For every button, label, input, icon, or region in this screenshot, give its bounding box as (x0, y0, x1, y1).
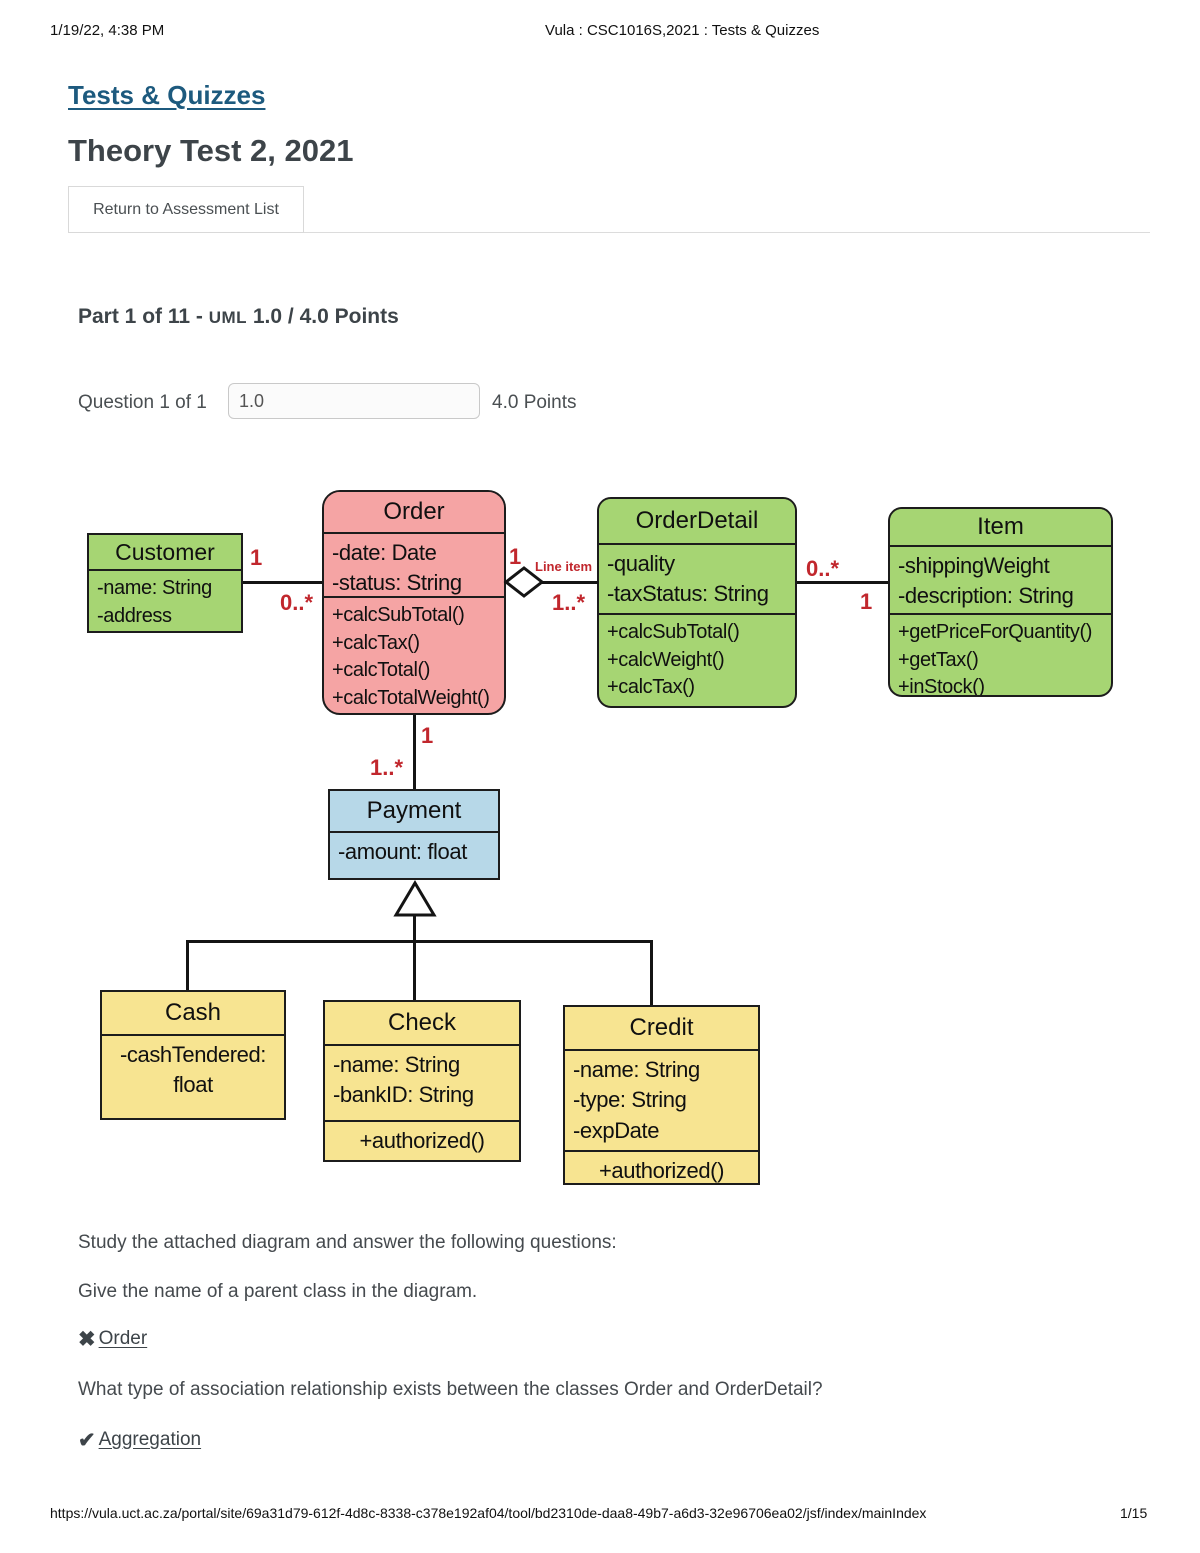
uml-attributes: -date: Date -status: String (332, 540, 462, 596)
uml-class-item: Item -shippingWeight -description: Strin… (888, 507, 1113, 697)
connector-drop-check (413, 940, 416, 1000)
uml-class-customer: Customer -name: String -address (87, 533, 243, 633)
part-heading-points: 1.0 / 4.0 Points (247, 305, 399, 328)
uml-attributes: -shippingWeight -description: String (898, 553, 1074, 609)
multiplicity-label: 1..* (370, 755, 404, 780)
uml-class-title: Customer (89, 535, 241, 571)
multiplicity-label: 1 (250, 545, 263, 570)
connector-drop-cash (186, 940, 189, 990)
uml-attributes: -cashTendered: float (119, 1042, 267, 1098)
part-heading-uml: UML (208, 308, 248, 327)
uml-methods: +authorized() (325, 1119, 519, 1160)
uml-attributes: -name: String -address (97, 577, 212, 627)
answer1-row: Order (78, 1328, 148, 1350)
uml-class-title: Cash (102, 992, 284, 1036)
uml-attributes: -name: String -bankID: String (333, 1052, 474, 1108)
connector-order-orderdetail (540, 581, 598, 584)
uml-methods: +authorized() (565, 1150, 758, 1183)
multiplicity-label: 0..* (280, 590, 314, 615)
return-to-assessment-list-button[interactable]: Return to Assessment List (68, 186, 304, 233)
part-heading-prefix: Part 1 of 11 - (78, 305, 209, 328)
score-input[interactable] (228, 383, 480, 419)
association-name-label: Line item (535, 559, 593, 574)
aggregation-diamond-icon (503, 566, 545, 598)
instruction-text: Study the attached diagram and answer th… (78, 1232, 617, 1253)
uml-class-check: Check -name: String -bankID: String +aut… (323, 1000, 521, 1162)
multiplicity-label: 1 (421, 723, 434, 748)
uml-class-payment: Payment -amount: float (328, 789, 500, 880)
multiplicity-label: 0..* (806, 556, 840, 581)
answer2-text: Aggregation (98, 1429, 202, 1450)
uml-class-title: Item (890, 509, 1111, 547)
assessment-title: Theory Test 2, 2021 (68, 133, 354, 168)
return-button-label: Return to Assessment List (93, 200, 279, 218)
uml-methods: +calcSubTotal() +calcTax() +calcTotal() … (324, 596, 504, 713)
uml-attributes: -name: String -type: String -expDate (573, 1057, 700, 1143)
uml-class-order: Order -date: Date -status: String +calcS… (322, 490, 506, 715)
footer-page-number: 1/15 (1120, 1505, 1148, 1521)
uml-class-cash: Cash -cashTendered: float (100, 990, 286, 1120)
connector-drop-credit (650, 940, 653, 1005)
uml-class-title: OrderDetail (599, 499, 795, 545)
uml-attributes: -quality -taxStatus: String (607, 551, 769, 607)
print-timestamp: 1/19/22, 4:38 PM (50, 22, 165, 39)
uml-class-title: Payment (330, 791, 498, 833)
tests-quizzes-link[interactable]: Tests & Quizzes (68, 80, 266, 110)
question-number-label: Question 1 of 1 (78, 392, 207, 413)
question-points-label: 4.0 Points (492, 392, 577, 413)
uml-attributes: -amount: float (338, 839, 467, 864)
multiplicity-label: 1..* (552, 590, 586, 615)
inheritance-triangle-icon (393, 880, 437, 917)
uml-methods: +calcSubTotal() +calcWeight() +calcTax() (599, 613, 795, 706)
connector-customer-order (243, 581, 322, 584)
footer-url: https://vula.uct.ac.za/portal/site/69a31… (50, 1505, 927, 1521)
answer2-row: Aggregation (78, 1429, 201, 1451)
uml-class-credit: Credit -name: String -type: String -expD… (563, 1005, 760, 1185)
uml-class-orderdetail: OrderDetail -quality -taxStatus: String … (597, 497, 797, 708)
uml-class-title: Order (324, 492, 504, 534)
uml-class-title: Credit (565, 1007, 758, 1051)
uml-class-title: Check (325, 1002, 519, 1046)
question1-text: Give the name of a parent class in the d… (78, 1281, 478, 1302)
question2-text: What type of association relationship ex… (78, 1379, 823, 1400)
check-mark-icon (78, 1430, 96, 1451)
connector-inheritance-bus (186, 940, 653, 943)
part-heading: Part 1 of 11 - UML 1.0 / 4.0 Points (78, 305, 399, 329)
x-mark-icon (78, 1329, 96, 1350)
answer1-text: Order (98, 1328, 148, 1349)
connector-orderdetail-item (797, 581, 888, 584)
multiplicity-label: 1 (860, 589, 873, 614)
connector-triangle-stem (413, 916, 416, 942)
print-doc-title: Vula : CSC1016S,2021 : Tests & Quizzes (545, 22, 820, 39)
multiplicity-label: 1 (509, 544, 522, 569)
connector-order-payment (413, 715, 416, 789)
uml-methods: +getPriceForQuantity() +getTax() +inStoc… (890, 613, 1111, 695)
tab-divider-rule (68, 232, 1150, 233)
